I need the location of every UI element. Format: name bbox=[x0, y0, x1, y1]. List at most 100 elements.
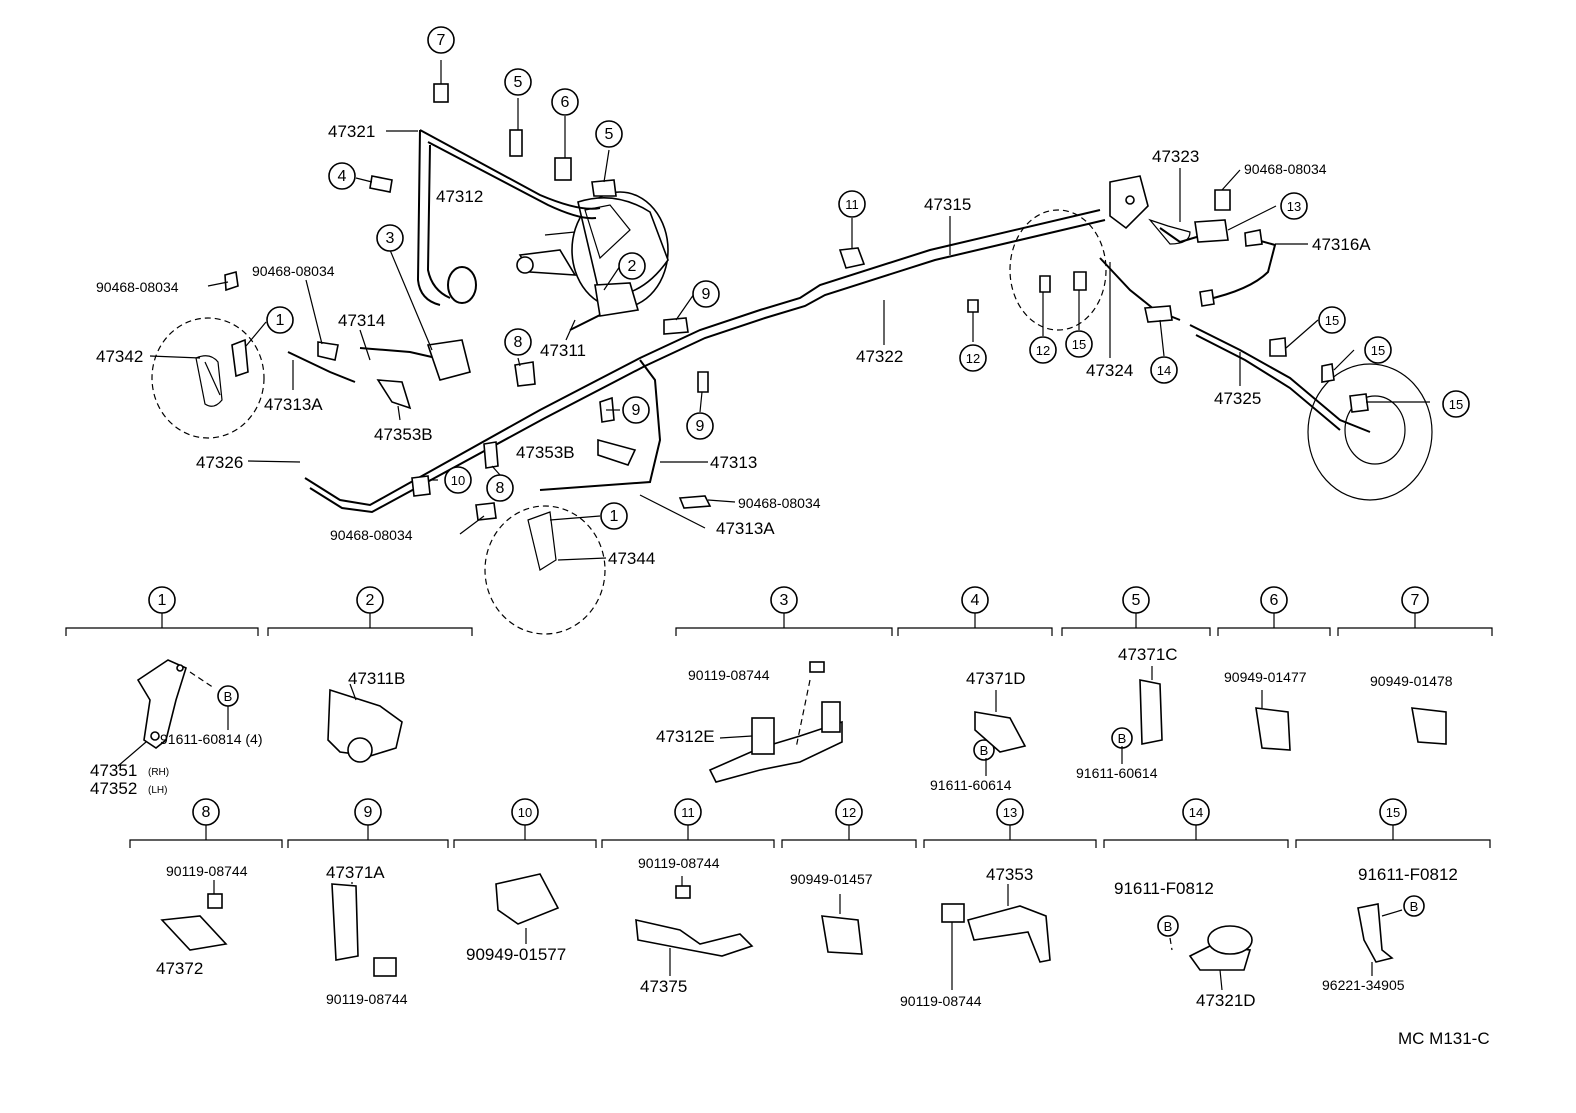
detail-10-part-90949-01577: 90949-01577 bbox=[466, 945, 566, 964]
detail-number: 5 bbox=[1132, 592, 1141, 609]
callout-15: 15 bbox=[1442, 390, 1470, 418]
label-90468-08034-a: 90468-08034 bbox=[96, 279, 179, 295]
rear-junction-block bbox=[1109, 175, 1149, 230]
detail-labels: 91611-60814 (4) 47351 (RH) 47352 (LH) 47… bbox=[90, 645, 1490, 1048]
detail-panel-11: 11 bbox=[601, 798, 775, 848]
detail-panel-12: 12 bbox=[781, 798, 917, 848]
clips-and-fittings bbox=[224, 83, 1369, 521]
bolt-letter: B bbox=[1118, 731, 1127, 746]
label-47313a-left: 47313A bbox=[264, 395, 323, 414]
callout-number: 15 bbox=[1371, 343, 1385, 358]
label-90468-08034-c: 90468-08034 bbox=[738, 495, 821, 511]
callout-number: 15 bbox=[1325, 313, 1339, 328]
callout-11: 11 bbox=[838, 190, 866, 218]
label-47326: 47326 bbox=[196, 453, 243, 472]
detail-8-part-47372: 47372 bbox=[156, 959, 203, 978]
detail-6-part-90949-01477: 90949-01477 bbox=[1224, 669, 1307, 685]
detail-13-part-90119-08744: 90119-08744 bbox=[900, 993, 982, 1009]
detail-4-part-91611-60614: 91611-60614 bbox=[930, 777, 1012, 793]
callout-1: 1 bbox=[266, 306, 294, 334]
brake-booster bbox=[516, 191, 669, 309]
label-47315: 47315 bbox=[924, 195, 971, 214]
label-47322: 47322 bbox=[856, 347, 903, 366]
callout-number: 12 bbox=[1036, 343, 1050, 358]
callout-7: 7 bbox=[427, 26, 455, 54]
label-47353b-center: 47353B bbox=[516, 443, 575, 462]
label-47312: 47312 bbox=[436, 187, 483, 206]
label-90468-08034-d: 90468-08034 bbox=[330, 527, 413, 543]
callout-4: 4 bbox=[328, 162, 356, 190]
callout-8: 8 bbox=[486, 474, 514, 502]
detail-3-part-90119-08744: 90119-08744 bbox=[688, 667, 770, 683]
detail-number: 14 bbox=[1189, 805, 1203, 820]
detail-11-part-90119-08744: 90119-08744 bbox=[638, 855, 720, 871]
label-90468-08034-b: 90468-08034 bbox=[252, 263, 335, 279]
detail-panel-3: 3 bbox=[675, 586, 893, 636]
detail-panel-2: 2 bbox=[267, 586, 473, 636]
detail-number: 6 bbox=[1270, 592, 1279, 609]
callout-number: 15 bbox=[1072, 337, 1086, 352]
bolt-marker-icon: B bbox=[1403, 895, 1425, 917]
detail-number: 3 bbox=[780, 592, 789, 609]
label-47325: 47325 bbox=[1214, 389, 1261, 408]
detail-5-part-91611-60614: 91611-60614 bbox=[1076, 765, 1158, 781]
bolt-letter: B bbox=[980, 743, 989, 758]
callout-number: 13 bbox=[1287, 199, 1301, 214]
callout-number: 8 bbox=[514, 334, 523, 351]
detail-number: 13 bbox=[1003, 805, 1017, 820]
label-47314: 47314 bbox=[338, 311, 385, 330]
bolt-letter: B bbox=[1164, 919, 1173, 934]
bolt-letter: B bbox=[224, 689, 233, 704]
detail-number: 1 bbox=[158, 592, 167, 609]
detail-3-part-47312e: 47312E bbox=[656, 727, 715, 746]
bolt-marker-icon: B bbox=[1157, 915, 1179, 937]
callout-14: 14 bbox=[1150, 356, 1178, 384]
callout-number: 9 bbox=[696, 418, 705, 435]
detail-7-part-90949-01478: 90949-01478 bbox=[1370, 673, 1453, 689]
detail-1-note-lh: (LH) bbox=[148, 785, 167, 796]
rear-left-drum bbox=[1009, 209, 1107, 331]
callout-number: 10 bbox=[451, 473, 465, 488]
callout-1: 1 bbox=[600, 502, 628, 530]
detail-number: 8 bbox=[202, 804, 211, 821]
callout-13: 13 bbox=[1280, 192, 1308, 220]
callout-number: 14 bbox=[1157, 363, 1171, 378]
bolt-marker-icon: B bbox=[1111, 727, 1133, 749]
callout-number: 9 bbox=[702, 286, 711, 303]
front-right-brake bbox=[484, 505, 606, 635]
callout-number: 1 bbox=[610, 508, 619, 525]
detail-13-part-47353: 47353 bbox=[986, 865, 1033, 884]
detail-number: 7 bbox=[1411, 592, 1420, 609]
callout-number: 5 bbox=[514, 74, 523, 91]
detail-15-part-96221-34905: 96221-34905 bbox=[1322, 977, 1405, 993]
detail-number: 4 bbox=[971, 592, 980, 609]
detail-9-part-47371a: 47371A bbox=[326, 863, 385, 882]
detail-panel-14: 14B bbox=[1103, 798, 1289, 937]
callout-6: 6 bbox=[551, 88, 579, 116]
leader-lines bbox=[149, 60, 1430, 561]
callout-number: 5 bbox=[605, 126, 614, 143]
label-47342: 47342 bbox=[96, 347, 143, 366]
detail-panel-8: 8 bbox=[129, 798, 283, 848]
detail-number: 10 bbox=[518, 805, 532, 820]
detail-1-part-47352: 47352 bbox=[90, 779, 137, 798]
callout-12: 12 bbox=[1029, 336, 1057, 364]
detail-panel-4: 4B bbox=[897, 586, 1053, 761]
main-labels: 47321 47312 90468-08034 90468-08034 4731… bbox=[96, 122, 1371, 568]
detail-number: 2 bbox=[366, 592, 375, 609]
callout-3: 3 bbox=[376, 224, 404, 252]
detail-panel-7: 7 bbox=[1337, 586, 1493, 636]
callout-5: 5 bbox=[595, 120, 623, 148]
detail-5-part-47371c: 47371C bbox=[1118, 645, 1178, 664]
label-47344: 47344 bbox=[608, 549, 655, 568]
detail-8-part-90119-08744: 90119-08744 bbox=[166, 863, 248, 879]
detail-panel-15: 15B bbox=[1295, 798, 1491, 917]
detail-panel-6: 6 bbox=[1217, 586, 1331, 636]
callout-number: 12 bbox=[966, 351, 980, 366]
label-47324: 47324 bbox=[1086, 361, 1133, 380]
detail-number: 15 bbox=[1386, 805, 1400, 820]
